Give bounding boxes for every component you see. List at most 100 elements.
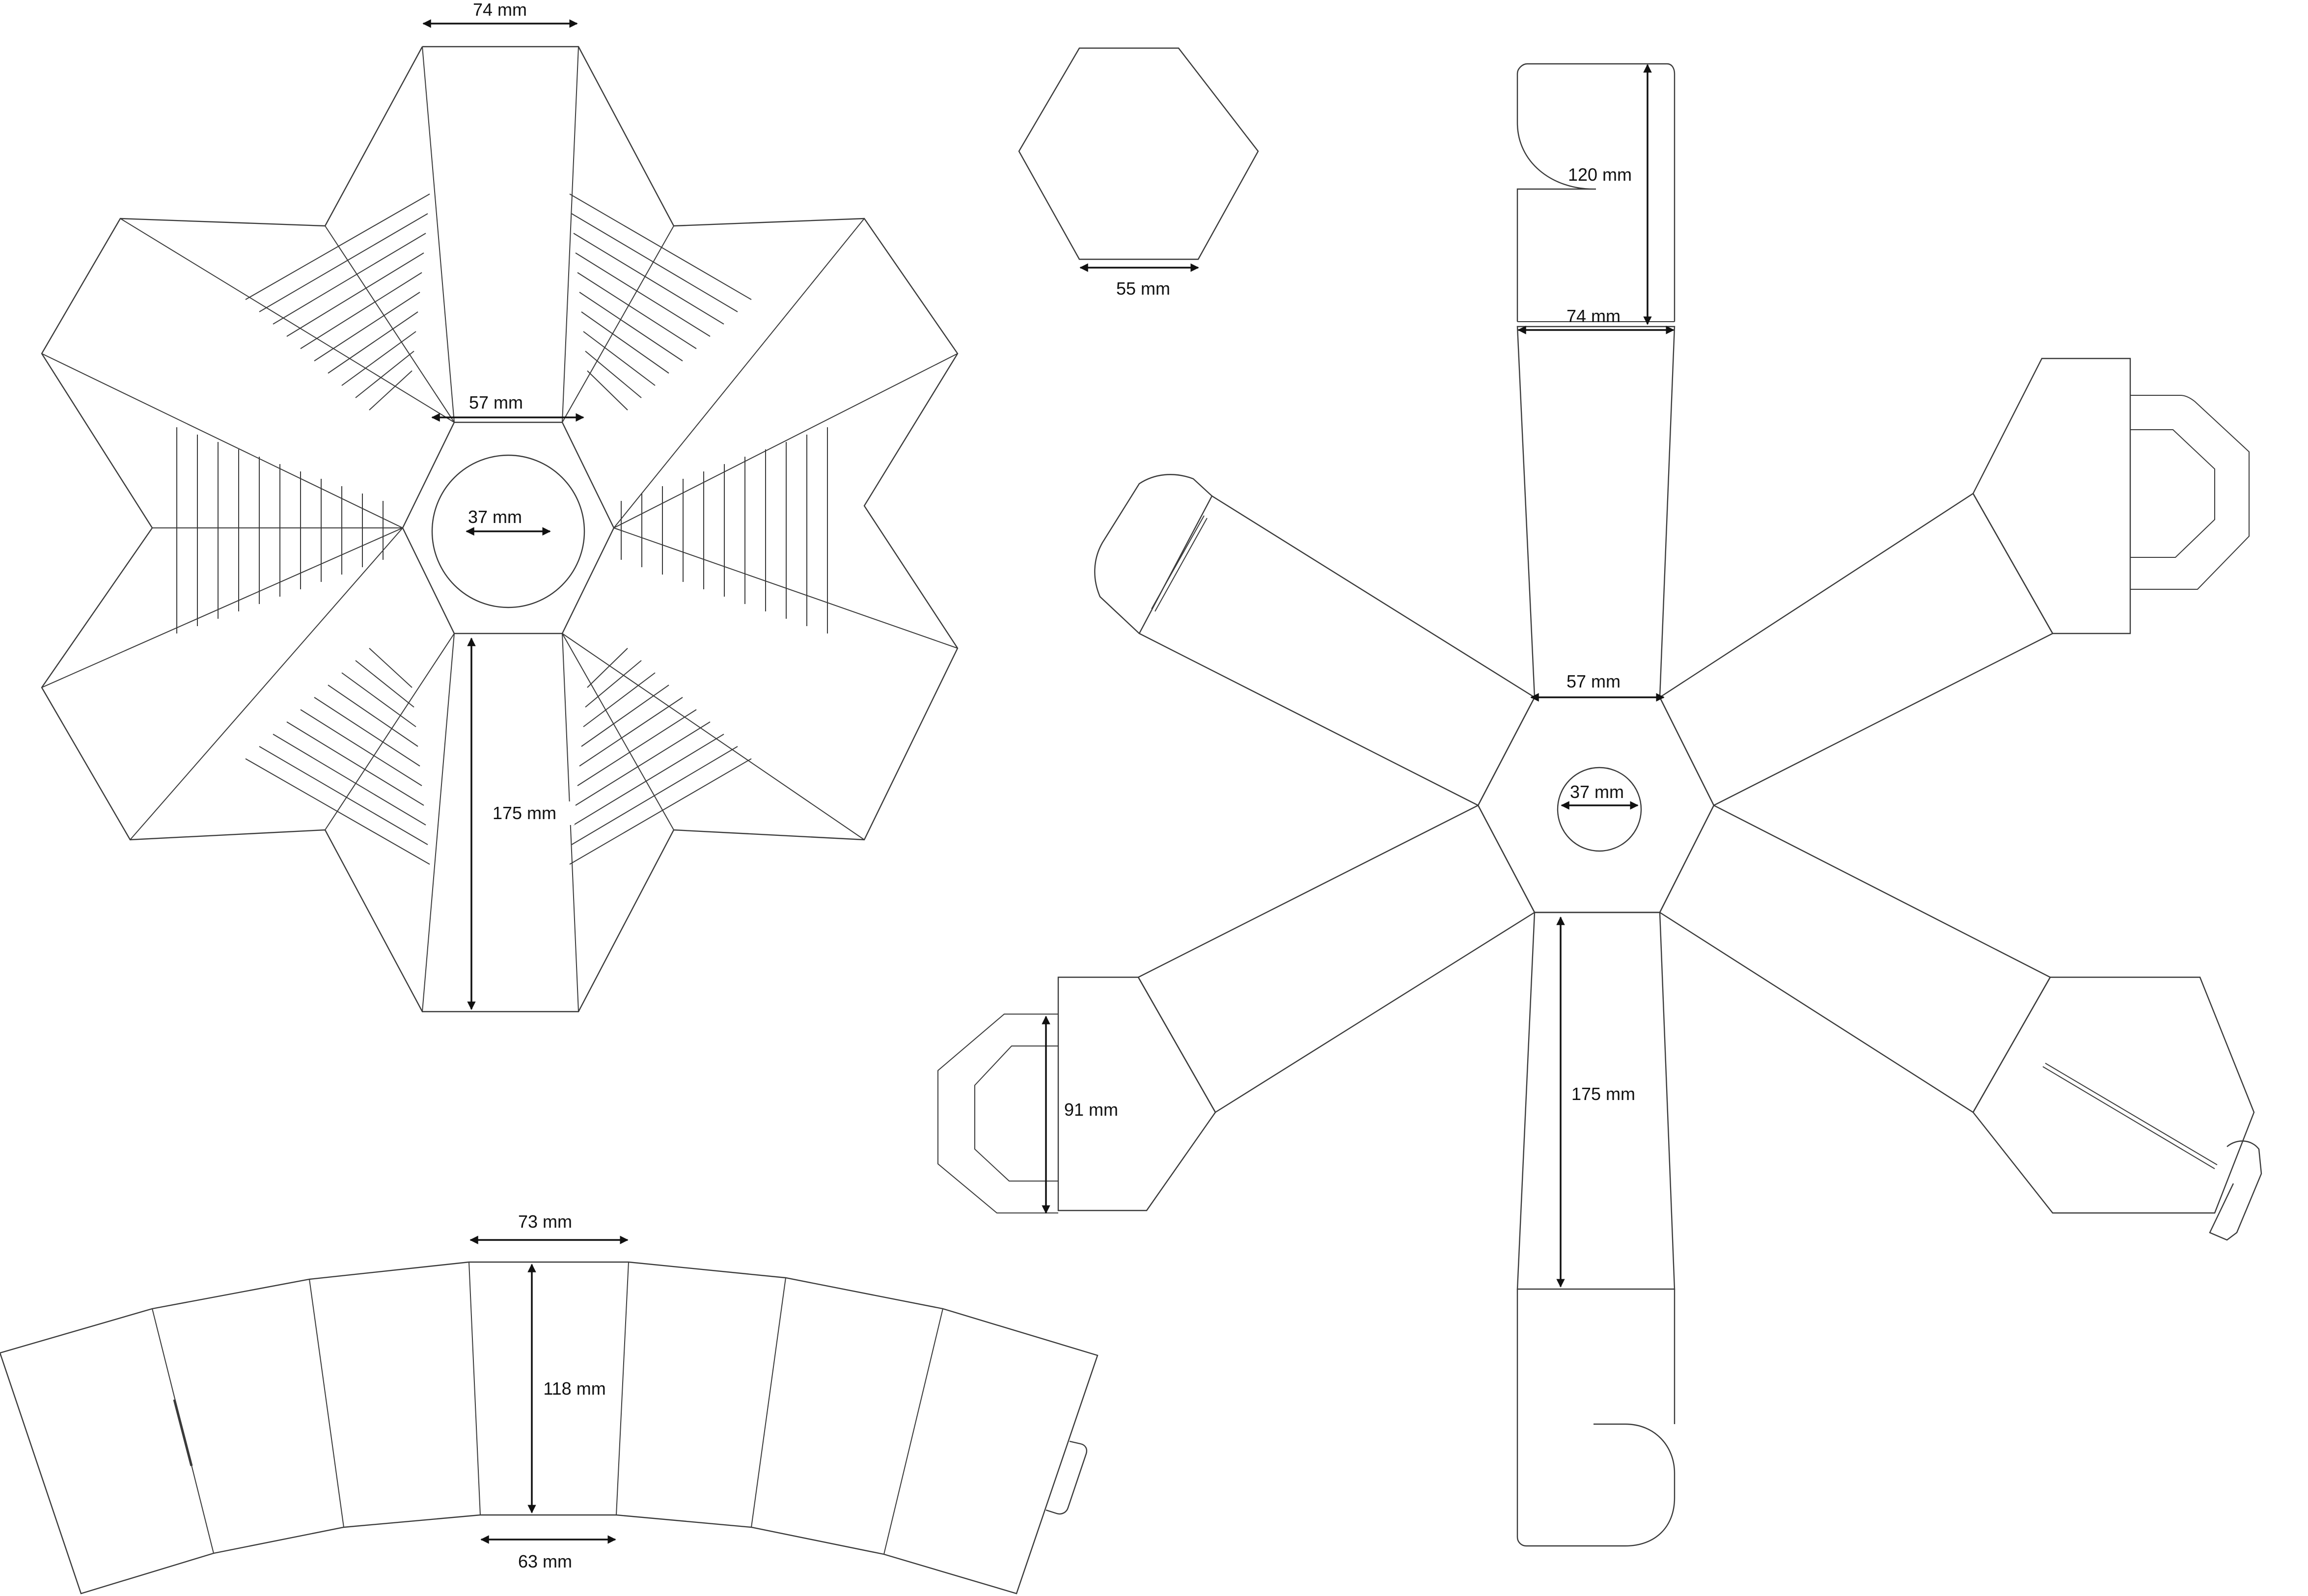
- hexagon-piece-outline: [1018, 47, 1259, 260]
- curved-band-dim-bottom-width-label: 63 mm: [518, 1551, 572, 1571]
- arm-net-arm-upper-left: [1094, 474, 1536, 806]
- star-net-dim-arm-length-label: 175 mm: [493, 803, 556, 823]
- star-net-dim-hole: 37 mm: [466, 507, 551, 536]
- star-net-fold-line: [422, 633, 455, 1012]
- star-net-hatch-line: [577, 709, 697, 786]
- curved-band: 73 mm 118 mm 63 mm: [0, 1211, 1099, 1595]
- star-net-arms: [41, 46, 958, 1012]
- star-net-hatch-line: [328, 685, 418, 747]
- star-net-hatch-line: [581, 685, 669, 747]
- star-net-hatch-line: [355, 660, 414, 708]
- arm-net-arm-upper-right: [1659, 358, 2250, 806]
- star-net: 74 mm 57 mm 37 mm 175 mm: [41, 0, 959, 1013]
- arm-net-dim-top-width: 74 mm: [1517, 306, 1675, 334]
- star-net-hatch-line: [355, 351, 414, 398]
- star-net-hatch-line: [581, 311, 669, 374]
- arm-net-dim-hex-side: 57 mm: [1530, 671, 1665, 702]
- star-net-hatch-line: [245, 193, 430, 300]
- star-net-hatch-line: [571, 746, 738, 845]
- curved-band-dim-height-label: 118 mm: [543, 1378, 605, 1399]
- star-net-hatch-line: [575, 252, 711, 337]
- star-net-hatch-line: [314, 697, 420, 767]
- star-net-hatch-line: [585, 351, 642, 398]
- star-net-fold-line: [325, 225, 455, 423]
- star-net-dim-hex-side: 57 mm: [431, 392, 584, 422]
- star-net-hatch-line: [577, 272, 697, 349]
- star-net-hatch-line: [341, 672, 416, 727]
- arm-net-arm-lower-right: [1659, 804, 2262, 1241]
- hexagon-piece: 55 mm: [1018, 47, 1259, 299]
- arm-net-dim-hole: 37 mm: [1561, 782, 1639, 810]
- hexagon-piece-dim-side-label: 55 mm: [1116, 278, 1170, 299]
- star-net-fold-line: [41, 353, 403, 528]
- star-net-dim-top-width-label: 74 mm: [473, 0, 527, 20]
- curved-band-dim-top-width: 73 mm: [469, 1211, 629, 1244]
- star-net-hatch-line: [571, 213, 738, 312]
- star-net-hatch-line: [300, 709, 422, 786]
- star-net-hatch-line: [573, 233, 724, 325]
- star-net-hatch-line: [583, 672, 656, 727]
- curved-band-dim-top-width-label: 73 mm: [518, 1211, 572, 1232]
- star-net-outer-outline: [41, 46, 959, 1013]
- curved-band-slot: [173, 1399, 193, 1466]
- arm-net-tab-bottom: [1516, 1289, 1676, 1547]
- star-net-hatch-line: [585, 660, 642, 708]
- arm-net-hole: [1557, 767, 1642, 852]
- star-net-fold-line: [130, 527, 403, 840]
- star-net-dim-top-width: 74 mm: [422, 0, 578, 28]
- star-net-dim-hole-label: 37 mm: [468, 507, 522, 527]
- star-net-fold-line: [562, 46, 579, 423]
- curved-band-dim-height: 118 mm: [527, 1264, 606, 1513]
- star-net-fold-line: [120, 218, 455, 423]
- star-net-hatch-line: [573, 734, 724, 826]
- star-net-hatch-line: [273, 233, 426, 325]
- arm-net-arm-lower-left: [937, 804, 1536, 1213]
- star-net-hatch-line: [286, 252, 424, 337]
- arm-net-arm-top: [1516, 321, 1676, 698]
- star-net-hatch-line: [569, 193, 752, 300]
- star-net-dim-arm-length: 175 mm: [467, 637, 575, 1010]
- arm-net-dim-top-width-label: 74 mm: [1566, 306, 1621, 326]
- star-net-fold-line: [562, 633, 865, 840]
- star-net-fold-line: [41, 527, 403, 688]
- curved-band-dim-bottom-width: 63 mm: [480, 1535, 616, 1571]
- star-net-fold-line: [325, 633, 455, 830]
- star-net-hatch-line: [245, 758, 430, 865]
- arm-net-dim-arm-length: 175 mm: [1556, 916, 1635, 1288]
- star-net-hatch-line: [300, 272, 422, 349]
- arm-net-dim-hole-label: 37 mm: [1570, 782, 1624, 802]
- curved-band-outline: [0, 1261, 1099, 1595]
- star-net-hatch-line: [314, 292, 420, 361]
- arm-net-dim-arm-length-label: 175 mm: [1571, 1084, 1635, 1104]
- star-net-fold-line: [613, 353, 958, 528]
- arm-net: 120 mm 74 mm 57 mm 37 mm 175 mm 91 mm: [937, 63, 2262, 1547]
- star-net-hatch-lines: [176, 193, 828, 865]
- curved-band-fold-lines: [152, 1262, 943, 1555]
- star-net-hatch-line: [587, 648, 628, 688]
- hexagon-piece-dim-side: 55 mm: [1079, 263, 1199, 299]
- star-net-fold-line: [562, 633, 674, 830]
- star-net-hatch-line: [579, 292, 683, 361]
- star-net-hatch-line: [328, 311, 418, 374]
- arm-net-tab-top: [1516, 63, 1676, 322]
- star-net-hatch-line: [587, 370, 628, 411]
- star-net-hatch-line: [286, 721, 424, 806]
- star-net-fold-line: [422, 46, 455, 423]
- star-net-hatch-line: [579, 697, 683, 767]
- star-net-fold-line: [562, 225, 674, 423]
- star-net-fold-line: [613, 218, 865, 528]
- star-net-hatch-line: [259, 213, 428, 312]
- arm-net-dim-tab-height: 120 mm: [1568, 64, 1652, 325]
- star-net-dim-hex-side-label: 57 mm: [469, 392, 523, 413]
- star-net-hatch-line: [369, 648, 412, 688]
- star-net-hatch-line: [583, 331, 656, 386]
- star-net-hatch-line: [575, 721, 711, 806]
- star-net-hatch-line: [369, 370, 412, 411]
- star-net-hatch-line: [273, 734, 426, 826]
- star-net-hatch-line: [341, 331, 416, 386]
- star-net-hexagon: [402, 421, 615, 634]
- arm-net-dim-tab-side: 91 mm: [1042, 1016, 1118, 1214]
- arm-net-dim-hex-side-label: 57 mm: [1566, 671, 1621, 691]
- arm-net-dim-tab-side-label: 91 mm: [1064, 1100, 1118, 1120]
